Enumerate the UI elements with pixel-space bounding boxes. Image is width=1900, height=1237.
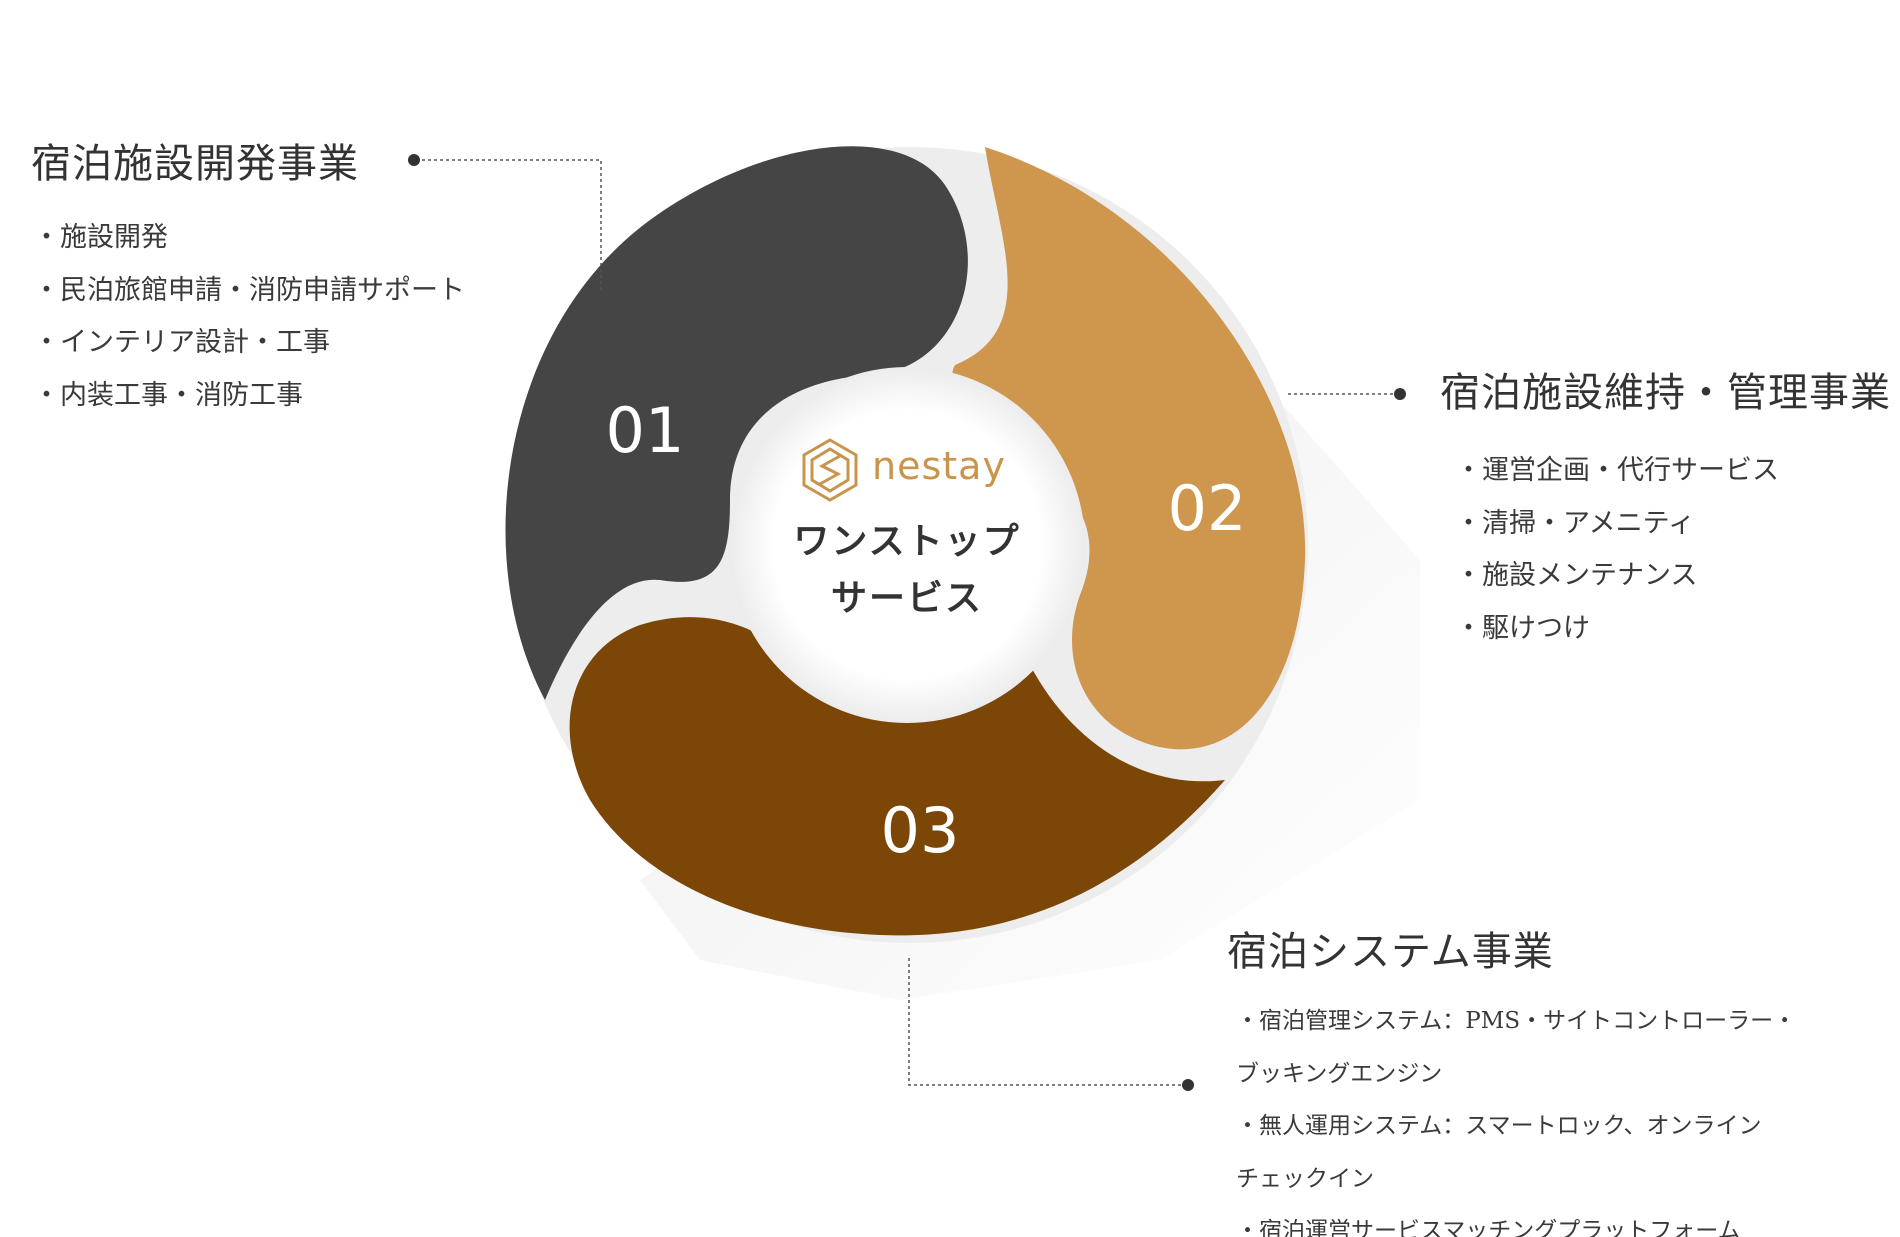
section-03-items: ・宿泊管理システム：PMS・サイトコントローラー・ ブッキングエンジン ・無人運…: [1236, 995, 1796, 1237]
center-title-line1: ワンストップ: [793, 520, 1021, 562]
list-item: ・宿泊運営サービスマッチングプラットフォーム: [1236, 1218, 1741, 1237]
connector-03: [908, 958, 1194, 1091]
list-item: ・無人運用システム：スマートロック、オンライン: [1236, 1113, 1762, 1139]
list-item: ・施設開発: [33, 222, 168, 253]
nestay-logo-icon: [802, 438, 858, 502]
section-02-items: ・運営企画・代行サービス ・清掃・アメニティ ・施設メンテナンス ・駆けつけ: [1455, 445, 1779, 655]
list-item: ・清掃・アメニティ: [1455, 507, 1696, 539]
segment-number-03: 03: [881, 794, 960, 867]
connector-02: [1288, 388, 1406, 400]
brand-name: nestay: [872, 444, 1006, 488]
section-02-title: 宿泊施設維持・管理事業: [1440, 370, 1891, 416]
list-item: チェックイン: [1236, 1165, 1374, 1192]
segment-03: [569, 617, 1225, 936]
center-title-line2: サービス: [830, 577, 983, 619]
segment-02: [952, 147, 1306, 750]
segment-number-01: 01: [606, 394, 685, 467]
list-item: ・インテリア設計・工事: [33, 327, 330, 358]
section-01-items: ・施設開発 ・民泊旅館申請・消防申請サポート ・インテリア設計・工事 ・内装工事…: [33, 212, 465, 422]
section-01-title: 宿泊施設開発事業: [31, 141, 359, 187]
list-item: ・施設メンテナンス: [1455, 560, 1698, 591]
list-item: ・運営企画・代行サービス: [1455, 455, 1779, 486]
segment-01: [505, 146, 968, 700]
segment-number-02: 02: [1168, 472, 1247, 545]
list-item: ・内装工事・消防工事: [33, 379, 303, 411]
list-item: ・駆けつけ: [1455, 612, 1590, 644]
list-item: ・宿泊管理システム：PMS・サイトコントローラー・: [1236, 1008, 1797, 1034]
list-item: ・民泊旅館申請・消防申請サポート: [33, 274, 465, 306]
list-item: ブッキングエンジン: [1236, 1060, 1443, 1087]
connector-01: [408, 154, 602, 290]
section-03-title: 宿泊システム事業: [1227, 929, 1554, 975]
